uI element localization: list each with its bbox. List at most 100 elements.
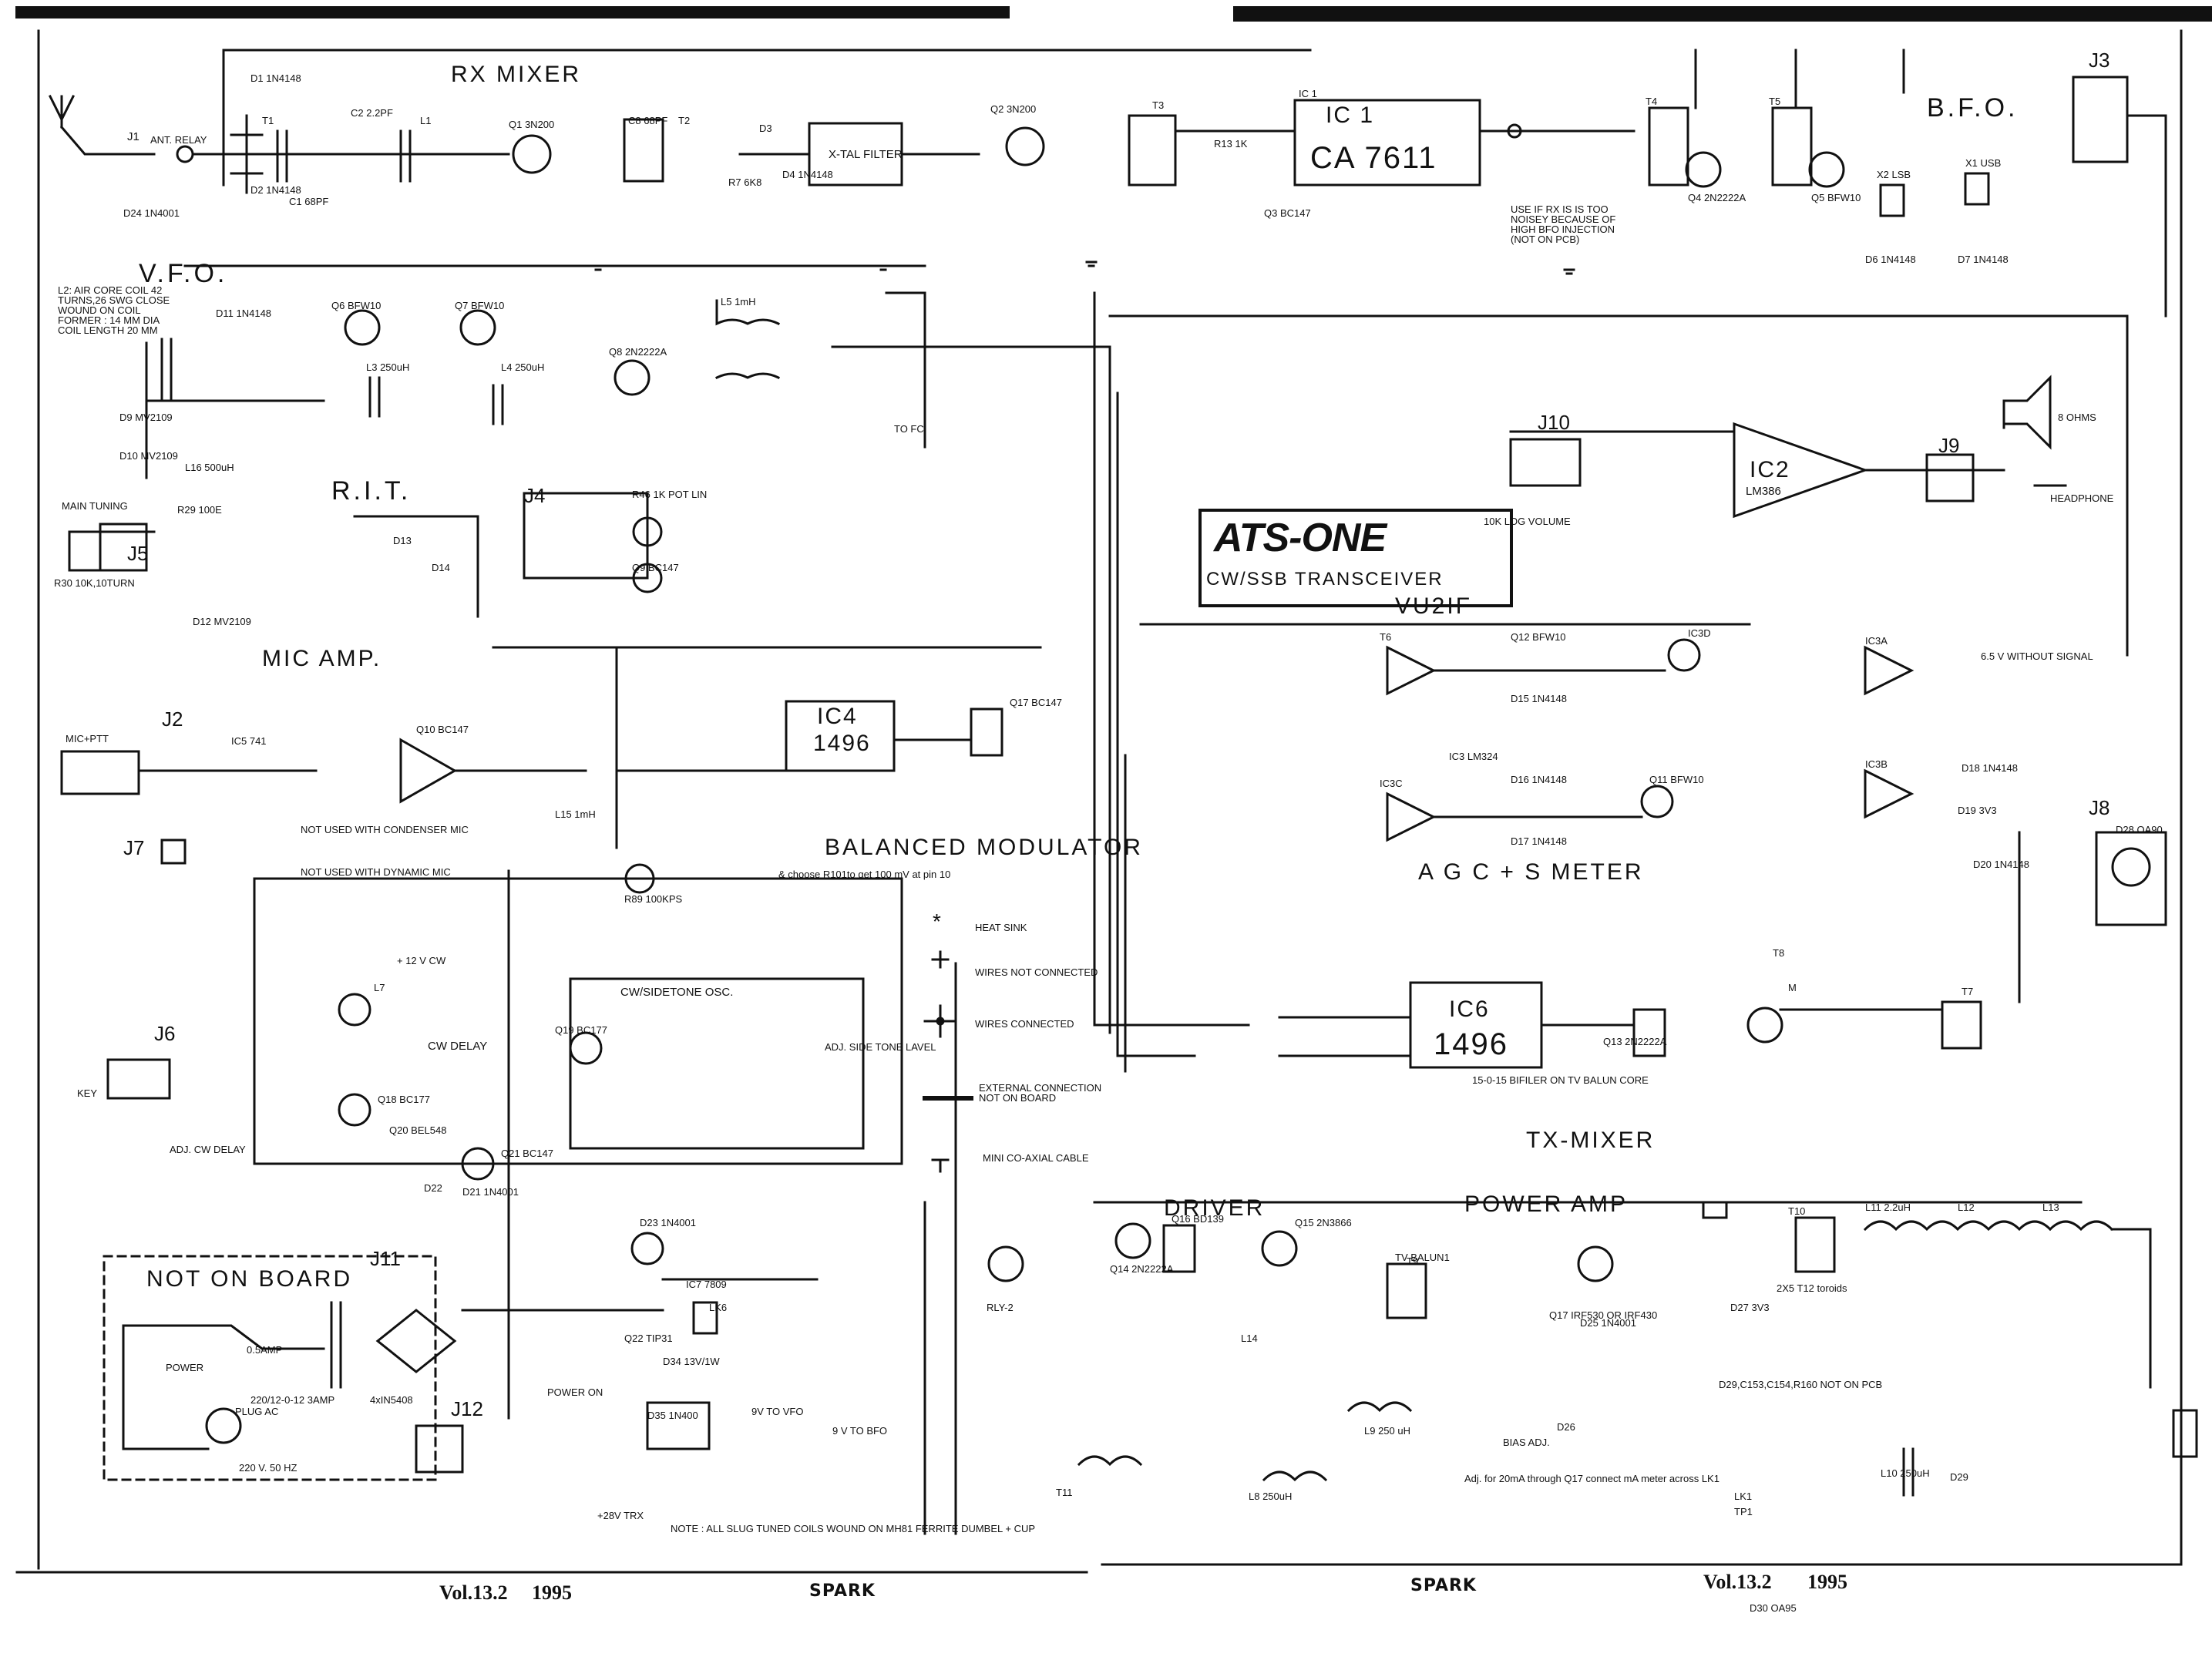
section-balanced-modulator: BALANCED MODULATOR xyxy=(825,835,1143,860)
component-label: D4 1N4148 xyxy=(782,169,833,180)
component-label: D30 OA95 xyxy=(1750,1602,1797,1614)
label-28v: +28V TRX xyxy=(597,1510,644,1521)
label-headphone: HEADPHONE xyxy=(2050,492,2114,504)
component-label: L16 500uH xyxy=(185,462,234,473)
wire-pa-out xyxy=(2110,1228,2152,1389)
component-label: Q13 2N2222A xyxy=(1603,1036,1667,1047)
inductor-l-loop xyxy=(714,372,781,380)
component-label: L10 250uH xyxy=(1881,1467,1930,1479)
component-label: D27 3V3 xyxy=(1730,1302,1770,1313)
component-label: Q4 2N2222A xyxy=(1688,192,1746,203)
section-not-on-board: NOT ON BOARD xyxy=(146,1266,353,1292)
mosfet-q1 xyxy=(512,134,552,174)
wire-main-tuning xyxy=(68,530,156,572)
component-label: Q19 BC177 xyxy=(555,1024,607,1036)
label-tp1: TP1 xyxy=(1734,1506,1753,1517)
label-fuse: 0.5AMP xyxy=(247,1344,283,1356)
transformer-t6 xyxy=(970,707,1003,757)
inductor-l1 xyxy=(399,129,412,183)
not-on-board-box xyxy=(103,1255,437,1481)
component-label: R30 10K,10TURN xyxy=(54,577,135,589)
component-label: Q6 BFW10 xyxy=(331,300,382,311)
connector-j10: J10 xyxy=(1538,411,1570,434)
component-label: IC3B xyxy=(1865,758,1888,770)
section-bfo: B.F.O. xyxy=(1927,93,2019,123)
cw-sidetone-box xyxy=(569,977,865,1150)
label-mic-ptt: MIC+PTT xyxy=(66,733,109,744)
footer-left-year: 1995 xyxy=(532,1581,572,1604)
inductor-l5 xyxy=(715,299,781,326)
label-choose-r101: & choose R101to get 100 mV at pin 10 xyxy=(778,869,951,880)
inductor-l3 xyxy=(368,376,381,418)
section-rit: R.I.T. xyxy=(331,476,412,506)
transformer-t2 xyxy=(623,118,664,183)
component-label: C2 2.2PF xyxy=(351,107,393,119)
label-adj-cw-delay: ADJ. CW DELAY xyxy=(170,1144,246,1155)
wire-j3 xyxy=(2126,114,2167,318)
wire-antenna xyxy=(59,125,156,156)
label-12v-cw: + 12 V CW xyxy=(397,955,446,966)
component-label: D19 3V3 xyxy=(1958,805,1997,816)
label-key: KEY xyxy=(77,1087,98,1099)
component-label: D22 xyxy=(424,1182,442,1194)
opamp-ic3a xyxy=(1864,768,1914,819)
label-power-on: POWER ON xyxy=(547,1386,603,1398)
component-label: R46 1K POT LIN xyxy=(632,489,708,500)
component-label: D14 xyxy=(432,562,450,573)
transformer-t11 xyxy=(1794,1216,1836,1273)
label-main-tuning: MAIN TUNING xyxy=(62,500,128,512)
label-lk1: LK1 xyxy=(1734,1491,1753,1502)
component-label: D6 1N4148 xyxy=(1865,254,1916,265)
diode-d1-d2 xyxy=(230,114,264,194)
component-label: IC3D xyxy=(1688,627,1711,639)
component-label: T5 xyxy=(1769,96,1781,107)
section-vfo: V.F.O. xyxy=(139,259,228,288)
label-bridge: 4xIN5408 xyxy=(370,1394,413,1406)
j5-jack xyxy=(99,523,148,572)
component-label: L7 xyxy=(374,982,385,993)
ic4-box xyxy=(785,700,896,772)
component-label: IC7 7809 xyxy=(686,1279,727,1290)
component-label: D35 1N400 xyxy=(647,1410,698,1421)
component-label: T8 xyxy=(1773,947,1785,959)
transformer-power xyxy=(330,1301,342,1389)
label-adj-20ma: Adj. for 20mA through Q17 connect mA met… xyxy=(1464,1473,1720,1484)
component-label: D7 1N4148 xyxy=(1958,254,2009,265)
opamp-ic3b xyxy=(1386,791,1437,842)
component-label: D11 1N4148 xyxy=(216,308,272,319)
component-label: Q12 BFW10 xyxy=(1511,631,1566,643)
inductor-l11 xyxy=(1902,1447,1914,1497)
label-speaker: 8 OHMS xyxy=(2058,412,2096,423)
fuse-f8 xyxy=(1702,1201,1728,1219)
component-label: L1 xyxy=(420,115,432,126)
component-label: Q18 BC177 xyxy=(378,1094,430,1105)
inductor-l10 xyxy=(1346,1401,1413,1413)
connector-j1: J1 xyxy=(127,130,140,143)
transformer-t10 xyxy=(1386,1262,1427,1319)
label-without-signal: 6.5 V WITHOUT SIGNAL xyxy=(1981,650,2093,662)
legend-coax: MINI CO-AXIAL CABLE xyxy=(983,1152,1089,1164)
component-label: T11 xyxy=(1056,1487,1073,1498)
transistor-q20 xyxy=(461,1147,495,1181)
component-label: T4 xyxy=(1646,96,1658,107)
transistor-q15 xyxy=(1114,1222,1151,1259)
footer-right-brand: SPARK xyxy=(1410,1576,1477,1595)
regulator-ic7 xyxy=(646,1401,711,1450)
component-label: L14 xyxy=(1241,1333,1258,1344)
toroid-l14 xyxy=(2048,1220,2114,1232)
rail-a2-b xyxy=(1093,291,1250,1027)
connector-j7: J7 xyxy=(123,836,145,859)
legend-cross-icon xyxy=(931,950,950,969)
component-label: T2 xyxy=(678,115,691,126)
ic1-box xyxy=(1293,99,1481,187)
component-label: R7 6K8 xyxy=(728,176,762,188)
section-driver: DRIVER xyxy=(1164,1195,1266,1221)
component-label: L11 2.2uH xyxy=(1865,1202,1911,1213)
toroid-l12-l13 xyxy=(1863,1220,2052,1232)
component-label: D17 1N4148 xyxy=(1511,835,1567,847)
component-label: T9 xyxy=(1407,1255,1419,1267)
transformer-t4 xyxy=(1648,106,1689,187)
section-rx-mixer: RX MIXER xyxy=(451,62,582,87)
connector-j11: J11 xyxy=(370,1247,401,1270)
label-xtal-filter: X-TAL FILTER xyxy=(829,148,903,161)
